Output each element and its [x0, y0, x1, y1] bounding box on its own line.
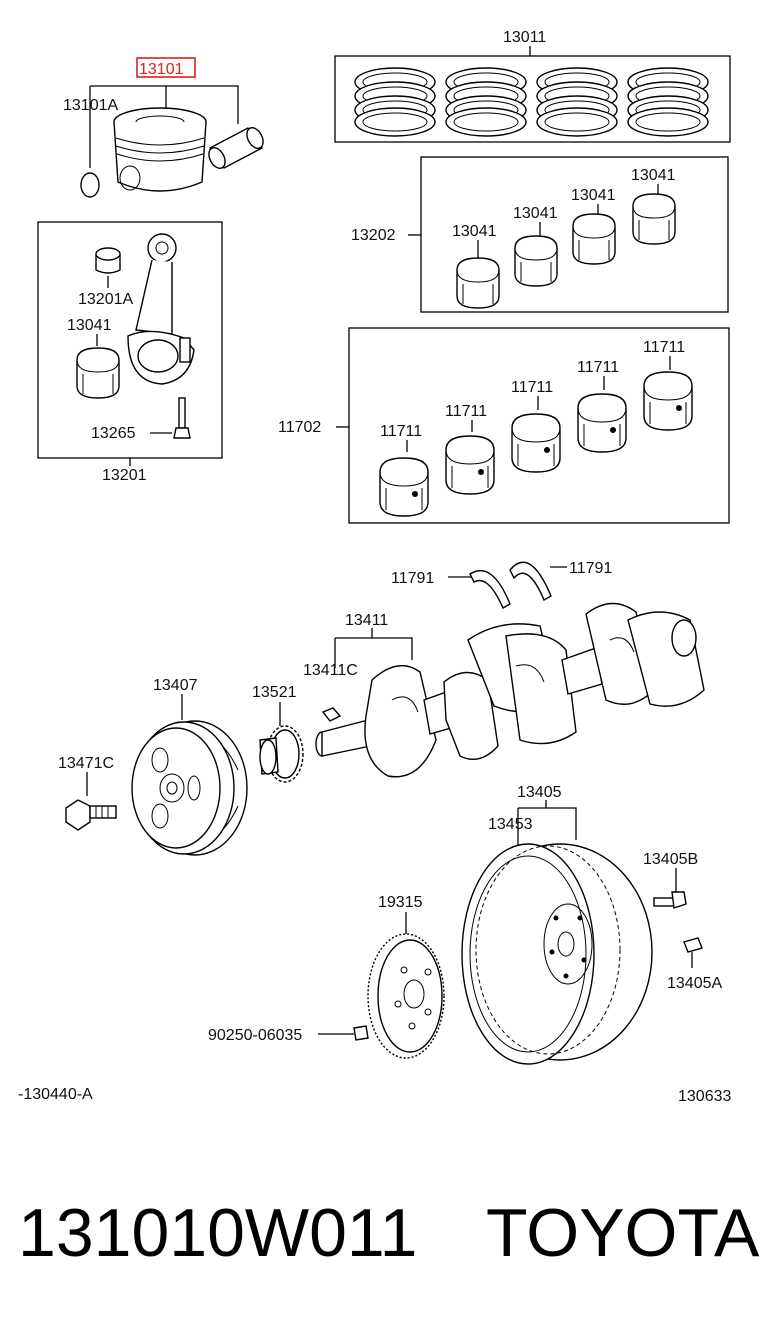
label-main-bearing-4: 11711: [577, 359, 619, 376]
label-plate-pin: 90250-06035: [208, 1027, 302, 1044]
label-piston-clip: 13101A: [63, 97, 118, 114]
crankshaft-icon: [315, 602, 705, 778]
pulley-icon: [131, 720, 248, 856]
bearing-shell-icon: [456, 193, 676, 309]
label-crank-key: 13411C: [303, 662, 358, 679]
label-rod-bearing-b: 13041: [513, 205, 558, 222]
flywheel-assembly: 13405 13453 13405B 13405A: [461, 784, 722, 1065]
snap-ring-icon: [80, 172, 100, 198]
label-rod-bushing: 13201A: [78, 291, 133, 308]
label-rod-bearing-a: 13041: [452, 223, 497, 240]
piston-icon: [113, 107, 207, 192]
thrust-washers: 11791 11791: [391, 560, 612, 609]
label-ring-set: 13011: [503, 29, 546, 46]
label-thrust-left: 11791: [391, 570, 434, 587]
rod-bushing-icon: [95, 247, 121, 274]
label-rod-bearing-d: 13041: [631, 167, 676, 184]
bolt-icon: [173, 397, 191, 439]
diagram-ref-right: 130633: [678, 1088, 731, 1105]
label-flywheel-pin: 13405A: [667, 975, 722, 992]
dowel-pin-icon: [353, 1025, 369, 1041]
label-rod-assy: 13201: [102, 467, 147, 484]
label-rod-bearing-c: 13041: [571, 187, 616, 204]
thrust-washer-icon: [509, 561, 552, 601]
label-rod-bearing-left: 13041: [67, 317, 112, 334]
label-thrust-right: 11791: [569, 560, 612, 577]
label-flywheel: 13405: [517, 784, 562, 801]
crank-key-icon: [321, 707, 342, 722]
part-number-caption: 131010W011: [18, 1195, 418, 1271]
rod-bearing-set: 13202 13041 13041 13041 13041: [351, 156, 729, 313]
piston-assembly: 13101 13101A: [63, 57, 264, 198]
crank-gear-assembly: 13521: [252, 684, 304, 783]
label-crankshaft: 13411: [345, 612, 388, 629]
label-main-bearing-5: 11711: [643, 339, 685, 356]
dowel-pin-icon: [683, 937, 703, 953]
drive-plate-icon: [367, 933, 445, 1059]
connecting-rod-icon: [127, 233, 195, 385]
diagram-ref-left: -130440-A: [18, 1086, 93, 1103]
bolt-icon: [653, 891, 687, 909]
label-piston: 13101: [139, 61, 184, 78]
connecting-rod-assembly: 13201 13201A 13041 13265: [37, 221, 223, 484]
label-rod-bolt: 13265: [91, 425, 136, 442]
damper-pulley-assembly: 13407 13471C: [58, 677, 248, 856]
bearing-shell-icon: [76, 347, 120, 399]
thrust-washer-icon: [469, 569, 511, 609]
gear-icon: [259, 725, 304, 783]
label-main-bearing-set: 11702: [278, 419, 321, 436]
piston-pin-icon: [208, 127, 264, 169]
bolt-icon: [65, 799, 117, 831]
piston-ring-icon: [354, 67, 709, 137]
label-main-bearing-3: 11711: [511, 379, 553, 396]
label-main-bearing-1: 11711: [380, 423, 422, 440]
crankshaft-assembly: 13411 13411C: [303, 602, 705, 778]
label-flywheel-bolt: 13405B: [643, 851, 698, 868]
brand-caption: TOYOTA: [486, 1195, 760, 1271]
highlight-box: [136, 57, 196, 78]
drive-plate-assembly: 19315 90250-06035: [208, 894, 445, 1059]
main-bearing-set: 11702 11711 11711 11711 11711 11711: [278, 327, 730, 524]
label-crank-gear: 13521: [252, 684, 297, 701]
label-damper-pulley: 13407: [153, 677, 198, 694]
label-ring-gear: 13453: [488, 816, 533, 833]
label-pulley-bolt: 13471C: [58, 755, 114, 772]
flywheel-icon: [461, 843, 653, 1065]
label-main-bearing-2: 11711: [445, 403, 487, 420]
label-rod-bearing-set: 13202: [351, 227, 396, 244]
label-drive-plate: 19315: [378, 894, 423, 911]
piston-ring-set: 13011: [334, 29, 731, 143]
